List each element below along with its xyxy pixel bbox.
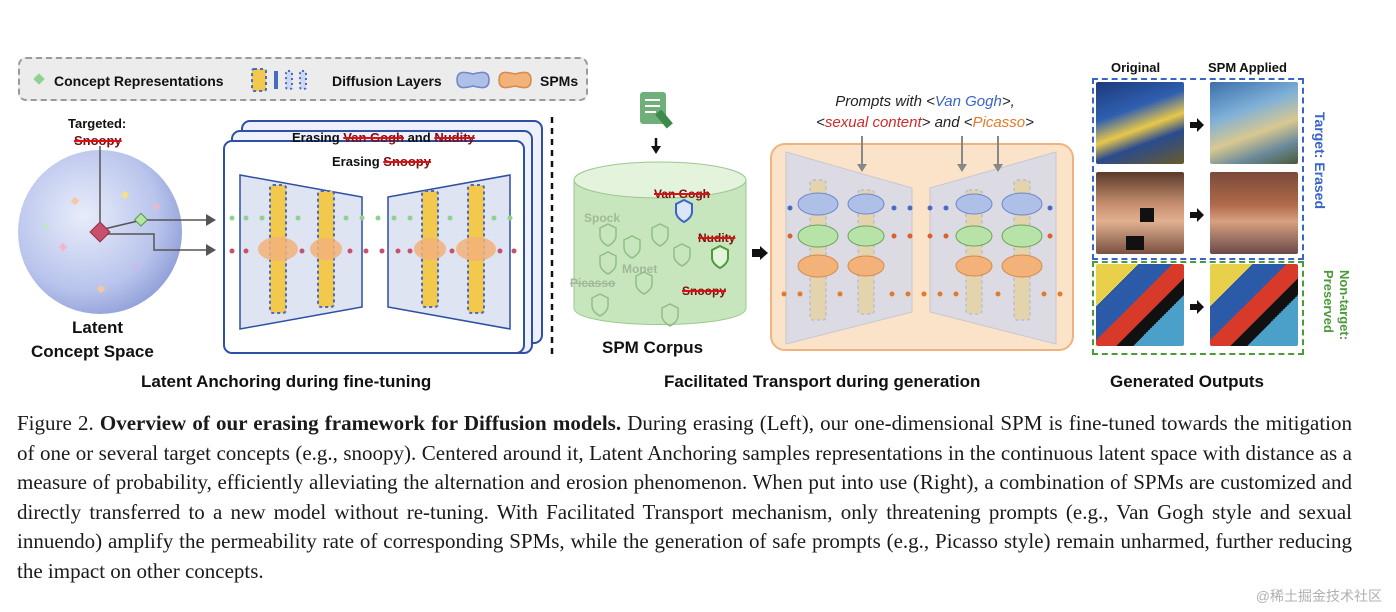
latent-sphere [18,146,216,314]
watermark: @稀土掘金技术社区 [1255,588,1382,604]
prompts-and: > and < [921,114,973,131]
corpus-item-spock: Spock [584,211,621,225]
caption-title: Overview of our erasing framework for Di… [99,411,622,435]
nontarget-box [1092,261,1304,355]
right-section-label: Generated Outputs [1110,372,1264,391]
arrow-right-icon [1190,300,1204,314]
target-erased-label: Target: Erased [1312,112,1328,209]
arrow-right-icon [1190,208,1204,222]
erase-front-title: Erasing Snoopy [332,154,431,169]
erase-back-title: Erasing Van Gogh and Nudity [292,130,475,145]
prompts-end: > [1025,114,1034,131]
arrow-right-icon [752,246,768,260]
prompts-prefix: Prompts with < [835,93,935,110]
corpus-item-monet: Monet [622,262,658,276]
targeted-value: Snoopy [74,133,122,148]
corpus-item-vangogh: Van Gogh [654,187,711,201]
latent-label: Latent [72,318,123,337]
concept-diamond-icon [33,73,45,85]
left-section-label: Latent Anchoring during fine-tuning [141,372,432,391]
prompts-line-2: <sexual content> and <Picasso> [790,114,1060,131]
erase-back-prefix: Erasing [292,130,344,145]
prompts-mid: >, [1001,93,1015,110]
prompts-vangogh: Van Gogh [934,93,1002,110]
spm-corpus-cylinder [573,161,747,327]
erase-front-value: Snoopy [383,154,431,169]
diffusion-layers-icon [251,68,307,92]
erase-back-and: and [403,130,435,145]
thumb-picasso-applied [1210,264,1298,346]
nontarget-preserved-label: Non-target: Preserved [1321,270,1352,341]
target-box [1092,78,1304,260]
legend-concept-label: Concept Representations [54,73,224,89]
targeted-label: Targeted: [68,116,127,131]
col-original: Original [1111,60,1161,75]
unet-finetune-panels [223,117,554,355]
left-diffusion-layers [229,184,517,314]
caption-figure-number: Figure 2. [17,411,100,435]
legend-spms-label: SPMs [540,73,579,89]
prompts-sexual: sexual content [824,114,922,131]
corpus-label: SPM Corpus [602,338,704,357]
caption-body: During erasing (Left), our one-dimension… [17,411,1352,583]
middle-section-label: Facilitated Transport during generation [664,372,981,391]
figure-caption: Figure 2. Overview of our erasing framew… [17,409,1352,586]
arrow-right-icon [1190,118,1204,132]
thumb-nudity-original [1096,172,1184,254]
transport-unet [770,136,1074,351]
thumb-vangogh-applied [1210,82,1298,164]
corpus-item-picasso: Picasso [570,276,616,290]
document-check-icon [640,92,673,154]
concept-space-label: Concept Space [31,342,154,361]
legend-layers-label: Diffusion Layers [332,73,442,89]
thumb-picasso-original [1096,264,1184,346]
col-spm-applied: SPM Applied [1208,60,1287,75]
legend-box: Concept Representations Diffusion Layers… [18,57,588,101]
erase-front-prefix: Erasing [332,154,384,169]
spm-blue-icon [456,71,490,89]
corpus-item-nudity: Nudity [698,231,736,245]
prompts-picasso: Picasso [972,114,1026,131]
prompts-line-1: Prompts with <Van Gogh>, [790,93,1060,110]
thumb-vangogh-original [1096,82,1184,164]
erase-back-vg: Van Gogh [343,130,404,145]
spm-orange-icon [498,71,532,89]
erase-back-nudity: Nudity [434,130,475,145]
prompts-lt: < [816,114,825,131]
thumb-nudity-applied [1210,172,1298,254]
corpus-item-snoopy: Snoopy [682,284,726,298]
